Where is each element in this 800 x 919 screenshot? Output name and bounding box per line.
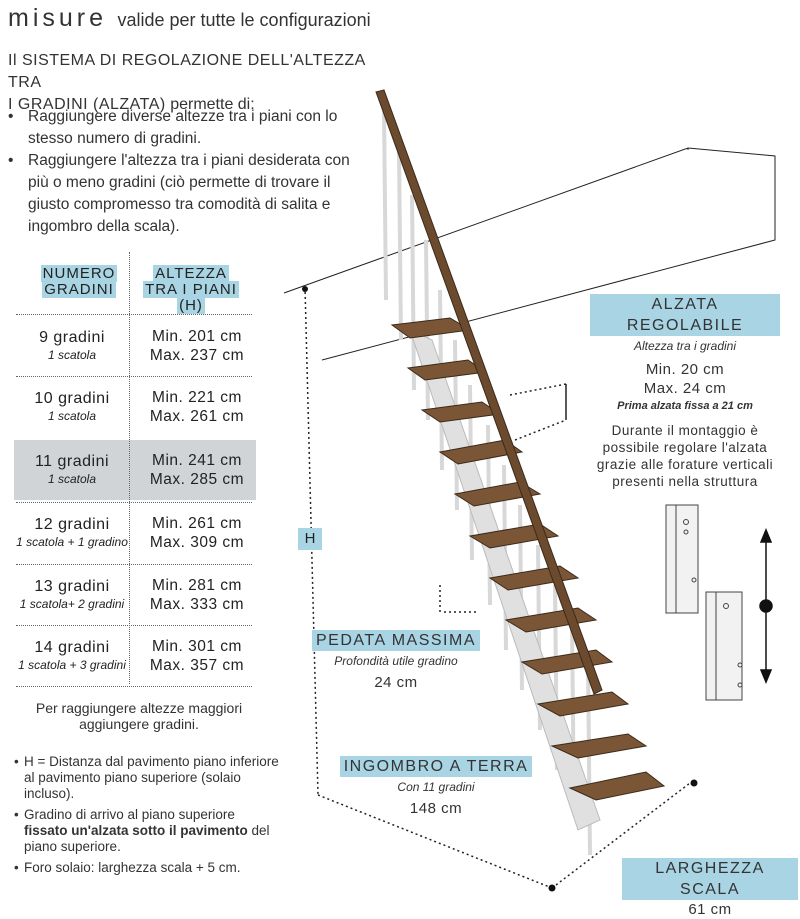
feature-item: Raggiungere diverse altezze tra i piani … [8,106,368,150]
larghezza-value: 61 cm [688,901,732,918]
table-divider [16,314,252,315]
alzata-fixed: Prima alzata fissa a 21 cm [617,400,753,412]
ingombro-callout: INGOMBRO A TERRA Con 11 gradini 148 cm [336,756,536,818]
height-dimension [304,286,695,889]
alzata-sub: Altezza tra i gradini [633,339,737,353]
height-label: H [298,528,322,550]
footnote-hole: Foro solaio: larghezza scala + 5 cm. [14,860,282,876]
footnote-arrival-step: Gradino di arrivo al piano superiore fis… [14,807,282,855]
alzata-min: Min. 20 cm [645,361,725,378]
page-header: misure valide per tutte le configurazion… [8,4,371,33]
intro-line-1: Il SISTEMA DI REGOLAZIONE DELL'ALTEZZA T… [8,52,365,91]
table-column-divider [129,252,130,684]
table-divider [16,625,252,626]
alzata-max: Max. 24 cm [643,380,727,397]
ingombro-value: 148 cm [409,800,463,817]
dimension-endpoints [302,286,698,892]
feature-list: Raggiungere diverse altezze tra i piani … [8,106,368,238]
footnote-h: H = Distanza dal pavimento piano inferio… [14,754,282,802]
pedata-sub: Profondità utile gradino [334,654,458,668]
alzata-description: Durante il montaggio è possibile regolar… [596,423,774,489]
table-note: Per raggiungere altezze maggiori aggiung… [35,700,243,732]
ingombro-sub: Con 11 gradini [397,780,475,794]
table-header-steps: NUMERO GRADINI [40,265,118,298]
table-divider [16,686,252,687]
table-header-height: ALTEZZA TRA I PIANI (H) [143,265,239,314]
handrail [375,89,603,695]
adjust-arrow-icon [759,528,773,684]
larghezza-label: LARGHEZZA SCALA [622,858,798,900]
header-title: misure [8,4,108,32]
table-divider [16,376,252,377]
larghezza-callout: LARGHEZZA SCALA 61 cm [622,858,798,919]
pedata-label: PEDATA MASSIMA [312,630,480,651]
ingombro-label: INGOMBRO A TERRA [339,756,533,777]
feature-item: Raggiungere l'altezza tra i piani deside… [8,150,368,238]
riser-bracket-1 [665,504,699,614]
table-divider [16,564,252,565]
header-subtitle: valide per tutte le configurazioni [117,10,371,30]
pedata-callout: PEDATA MASSIMA Profondità utile gradino … [306,630,486,692]
pedata-value: 24 cm [374,674,418,691]
footnotes: H = Distanza dal pavimento piano inferio… [14,754,282,881]
alzata-label: ALZATA REGOLABILE [590,294,780,336]
riser-bracket-2 [705,591,743,701]
alzata-callout: ALZATA REGOLABILE Altezza tra i gradini … [590,294,780,490]
upper-floor-slab [283,147,776,361]
table-divider [16,502,252,503]
